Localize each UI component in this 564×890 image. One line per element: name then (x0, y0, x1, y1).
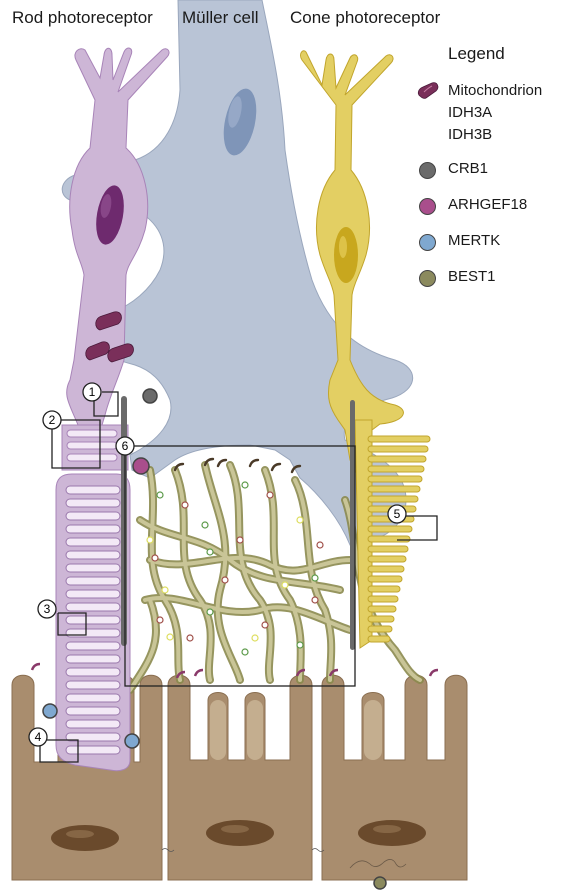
cone-lamella (368, 606, 396, 612)
svg-text:1: 1 (89, 385, 96, 399)
legend-label: IDH3B (448, 124, 542, 146)
cone-lamella (368, 476, 422, 482)
cone-lamella (368, 576, 402, 582)
cone-lamella (368, 526, 412, 532)
muller-header: Müller cell (182, 8, 259, 28)
mitochondrion-icon (416, 80, 440, 104)
mertk-dot-icon (419, 234, 436, 251)
rpe-nucleus (358, 820, 426, 846)
callout-1: 1 (83, 383, 101, 401)
svg-text:5: 5 (394, 507, 401, 521)
mertk-dot-icon (125, 734, 139, 748)
cone-lamella (368, 596, 398, 602)
cone-lamella (368, 456, 426, 462)
rod-disc (66, 577, 120, 585)
rod-disc (66, 486, 120, 494)
rod-disc (66, 603, 120, 611)
cone-lamella (368, 546, 408, 552)
svg-text:6: 6 (122, 439, 129, 453)
legend-label: ARHGEF18 (448, 194, 527, 216)
crb1-dot-icon (143, 389, 157, 403)
legend-item-mertk: MERTK (416, 230, 564, 254)
cone-lamella (368, 616, 394, 622)
cone-lamella (368, 556, 406, 562)
rod-disc (66, 746, 120, 754)
rod-disc (66, 551, 120, 559)
rod-disc (66, 590, 120, 598)
cone-lamella (368, 466, 424, 472)
arhgef18-dot-icon (419, 198, 436, 215)
callout-4: 4 (29, 728, 47, 746)
arhgef18-dot-icon (133, 458, 149, 474)
mertk-dot-icon (43, 704, 57, 718)
rod-disc (66, 642, 120, 650)
cone-lamella (368, 446, 428, 452)
legend-label: CRB1 (448, 158, 488, 180)
rod-disc (66, 525, 120, 533)
callout-6: 6 (116, 437, 134, 455)
rod-disc (66, 668, 120, 676)
rod-disc (66, 512, 120, 520)
svg-text:3: 3 (44, 602, 51, 616)
cone-lamella (368, 436, 430, 442)
svg-text:2: 2 (49, 413, 56, 427)
cone-lamella (368, 536, 410, 542)
legend-label: Mitochondrion (448, 80, 542, 102)
rod-disc (66, 655, 120, 663)
legend-item-crb1: CRB1 (416, 158, 564, 182)
rod-disc (66, 694, 120, 702)
rod-disc (66, 499, 120, 507)
rod-disc (66, 707, 120, 715)
cone-lamella (368, 486, 420, 492)
cone-lamella (368, 566, 404, 572)
cone-nucleus (334, 227, 358, 283)
callout-3: 3 (38, 600, 56, 618)
legend-title: Legend (448, 44, 564, 64)
best1-dot-icon (374, 877, 386, 889)
rpe-nucleus (206, 820, 274, 846)
cone-lamella (368, 496, 418, 502)
crb1-dot-icon (419, 162, 436, 179)
best1-dot-icon (419, 270, 436, 287)
legend-item-arhgef18: ARHGEF18 (416, 194, 564, 218)
rod-disc (66, 616, 120, 624)
legend-item-best1: BEST1 (416, 266, 564, 290)
legend-label: MERTK (448, 230, 500, 252)
rod-disc (66, 629, 120, 637)
rod-disc (66, 681, 120, 689)
cone-header: Cone photoreceptor (290, 8, 440, 28)
cone-lamella (368, 626, 392, 632)
legend-label: BEST1 (448, 266, 496, 288)
rod-disc (66, 564, 120, 572)
rod-header: Rod photoreceptor (12, 8, 153, 28)
rod-disc (66, 720, 120, 728)
cone-outer-segment (355, 420, 372, 648)
legend-label: IDH3A (448, 102, 542, 124)
rpe-nucleus (51, 825, 119, 851)
callout-2: 2 (43, 411, 61, 429)
svg-text:4: 4 (35, 730, 42, 744)
cone-lamella (368, 636, 390, 642)
callout-5: 5 (388, 505, 406, 523)
rod-disc (66, 538, 120, 546)
cone-lamella (368, 586, 400, 592)
